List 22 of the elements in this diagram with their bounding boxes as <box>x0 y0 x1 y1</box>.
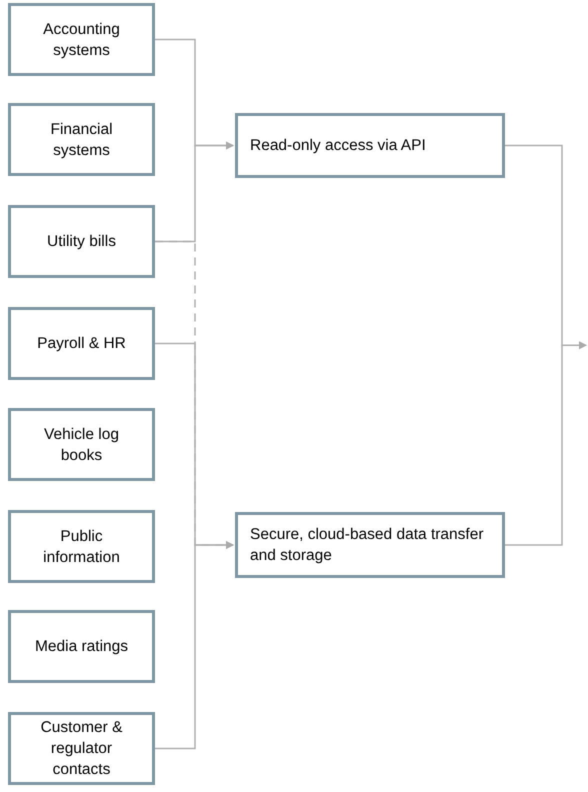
box-label: Customer & regulator contacts <box>40 718 124 780</box>
box-label: Financial systems <box>49 120 114 160</box>
process-box <box>8 205 155 278</box>
process-box <box>8 103 155 176</box>
process-box <box>8 610 155 683</box>
process-box <box>8 3 155 76</box>
box-label: Media ratings <box>34 637 128 657</box>
process-box <box>8 307 155 380</box>
process-box <box>8 712 155 785</box>
process-box <box>235 512 505 578</box>
box-label: Secure, cloud-based data transfer and storage <box>250 525 484 566</box>
box-label: Vehicle log books <box>43 424 120 466</box>
box-label: Accounting systems <box>42 20 121 60</box>
process-box <box>8 510 155 583</box>
box-label: Utility bills <box>47 232 116 252</box>
box-label: Read-only access via API <box>250 136 426 156</box>
process-box <box>235 113 505 178</box>
box-label: Payroll & HR <box>37 334 126 354</box>
connector-arrow <box>155 541 234 750</box>
box-label: Public information <box>42 526 121 568</box>
connector-arrow <box>505 341 587 546</box>
process-box <box>8 408 155 481</box>
